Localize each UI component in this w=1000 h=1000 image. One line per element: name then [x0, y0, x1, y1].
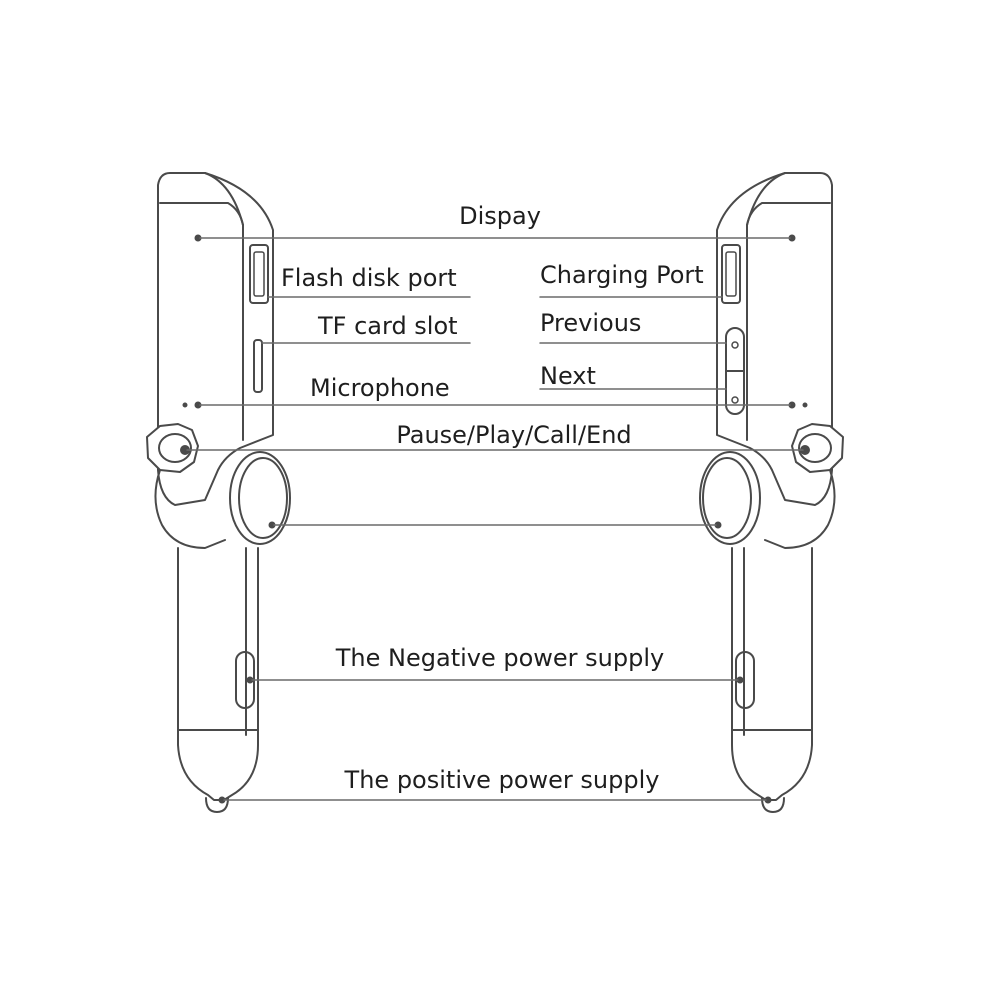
left-flash-port — [249, 244, 269, 304]
left-device-drawing — [146, 172, 291, 813]
left-device-head-edge — [204, 172, 244, 226]
right-positive-tip — [761, 797, 785, 813]
left-round-button — [229, 451, 291, 545]
leader-lines — [186, 237, 804, 801]
left-device-joint — [154, 469, 226, 549]
right-knob — [791, 423, 844, 473]
right-round-button — [699, 451, 761, 545]
left-positive-tip — [205, 797, 229, 813]
right-device-joint — [764, 469, 836, 549]
label-charging-port: Charging Port — [540, 261, 704, 289]
right-device-head — [716, 172, 833, 506]
label-display: Dispay — [459, 202, 541, 230]
label-flash-disk-port: Flash disk port — [281, 264, 457, 292]
left-knob — [146, 423, 199, 473]
label-negative-power-supply: The Negative power supply — [335, 644, 665, 672]
label-previous: Previous — [540, 309, 642, 337]
left-device-head — [157, 172, 274, 506]
right-device-drawing — [699, 172, 844, 813]
left-tf-slot — [253, 339, 263, 393]
label-microphone: Microphone — [310, 374, 450, 402]
label-next: Next — [540, 362, 596, 390]
label-pause-play-call-end: Pause/Play/Call/End — [396, 421, 632, 449]
label-tf-card-slot: TF card slot — [318, 312, 458, 340]
label-positive-power-supply: The positive power supply — [344, 766, 660, 794]
right-charging-port — [721, 244, 741, 304]
right-device-head-edge — [746, 172, 786, 226]
